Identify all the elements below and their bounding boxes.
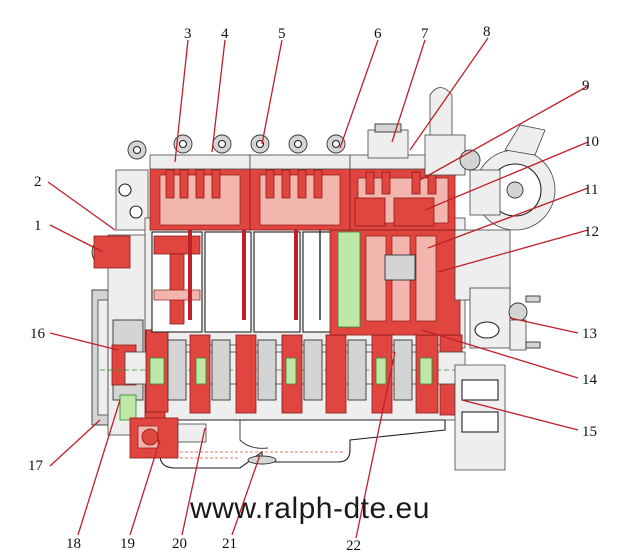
label-10: 10 [584, 134, 599, 150]
label-19: 19 [120, 536, 135, 552]
label-3: 3 [184, 26, 192, 42]
label-22: 22 [346, 538, 361, 554]
oil-sump [159, 419, 446, 469]
valve-springs [165, 169, 437, 199]
label-9: 9 [582, 78, 590, 94]
label-13: 13 [582, 326, 597, 342]
label-8: 8 [483, 24, 491, 40]
label-2: 2 [34, 174, 42, 190]
leader-lines [47, 37, 589, 539]
part-number-labels: 1 2 3 4 5 6 7 8 9 10 11 12 13 14 15 16 1… [28, 24, 599, 554]
label-15: 15 [582, 424, 597, 440]
label-4: 4 [221, 26, 229, 42]
label-1: 1 [34, 218, 42, 234]
label-12: 12 [584, 224, 599, 240]
fuel-pump-fittings [508, 295, 541, 351]
label-16: 16 [30, 326, 46, 342]
crank-throws [145, 329, 439, 414]
label-20: 20 [172, 536, 187, 552]
label-18: 18 [66, 536, 81, 552]
label-6: 6 [374, 26, 382, 42]
label-11: 11 [584, 182, 598, 198]
turbocharger [367, 87, 556, 231]
lifting-eyes [127, 134, 346, 160]
label-21: 21 [222, 536, 237, 552]
label-14: 14 [582, 372, 598, 388]
oil-filter-housing [454, 229, 511, 471]
cylinders [151, 229, 461, 336]
rocker-covers [149, 154, 456, 170]
label-5: 5 [278, 26, 286, 42]
oil-pump [129, 417, 207, 459]
label-17: 17 [28, 458, 44, 474]
front-pulley-assembly [91, 169, 149, 436]
label-7: 7 [421, 26, 429, 42]
website-watermark: www.ralph-dte.eu [190, 492, 430, 525]
